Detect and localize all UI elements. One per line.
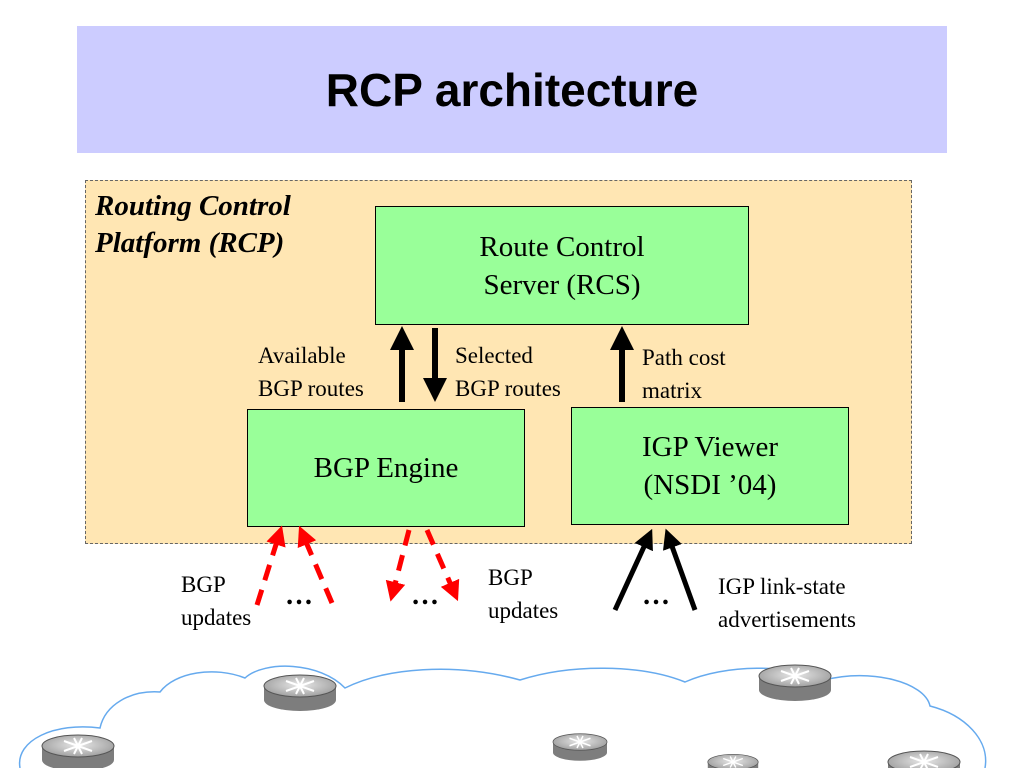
igp-lsa-arrow-1 bbox=[612, 528, 653, 612]
bgp-update-arrow-4 bbox=[424, 529, 460, 602]
network-cloud bbox=[18, 665, 987, 768]
igp-lsa-label: IGP link-state advertisements bbox=[718, 574, 856, 632]
bgp-update-arrow-1 bbox=[254, 525, 286, 606]
selected-bgp-routes-label: Selected BGP routes bbox=[455, 343, 561, 401]
rcp-platform-label: Routing Control Platform (RCP) bbox=[95, 190, 291, 259]
path-cost-matrix-label: Path cost matrix bbox=[642, 345, 726, 403]
igp-viewer-box: IGP Viewer (NSDI ’04) bbox=[571, 407, 849, 525]
router-icon bbox=[552, 733, 608, 761]
ellipsis-right: … bbox=[642, 580, 670, 611]
bgp-updates-right-label: BGP updates bbox=[488, 565, 559, 623]
slide-title: RCP architecture bbox=[325, 63, 699, 116]
title-bar: RCP architecture bbox=[77, 26, 947, 153]
igp-lsa-arrow-2 bbox=[662, 528, 698, 611]
router-icon bbox=[707, 753, 759, 768]
bgp-update-arrow-3 bbox=[385, 529, 412, 602]
router-icon bbox=[887, 750, 961, 768]
router-icon bbox=[758, 664, 832, 701]
bgp-engine-box: BGP Engine bbox=[247, 409, 525, 527]
bgp-update-arrow-2 bbox=[297, 525, 335, 604]
ellipsis-middle: … bbox=[411, 580, 439, 611]
ellipsis-left: … bbox=[285, 580, 313, 611]
router-icon bbox=[41, 734, 115, 768]
router-icon bbox=[263, 674, 337, 711]
bgp-updates-left-label: BGP updates bbox=[181, 572, 252, 630]
available-bgp-routes-label: Available BGP routes bbox=[258, 343, 364, 401]
route-control-server-box: Route Control Server (RCS) bbox=[375, 206, 749, 325]
